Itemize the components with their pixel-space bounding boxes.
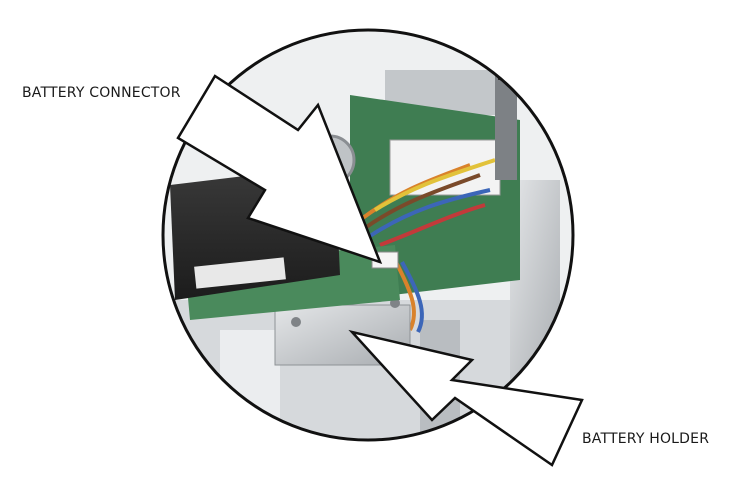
wire-bundle — [358, 158, 496, 333]
battery-connector-arrow — [176, 74, 383, 265]
battery-connector-label: BATTERY CONNECTOR — [22, 85, 181, 101]
battery-holder-label: BATTERY HOLDER — [582, 431, 710, 447]
magnifier-circle — [161, 28, 575, 442]
battery-holder-arrow — [348, 329, 584, 467]
